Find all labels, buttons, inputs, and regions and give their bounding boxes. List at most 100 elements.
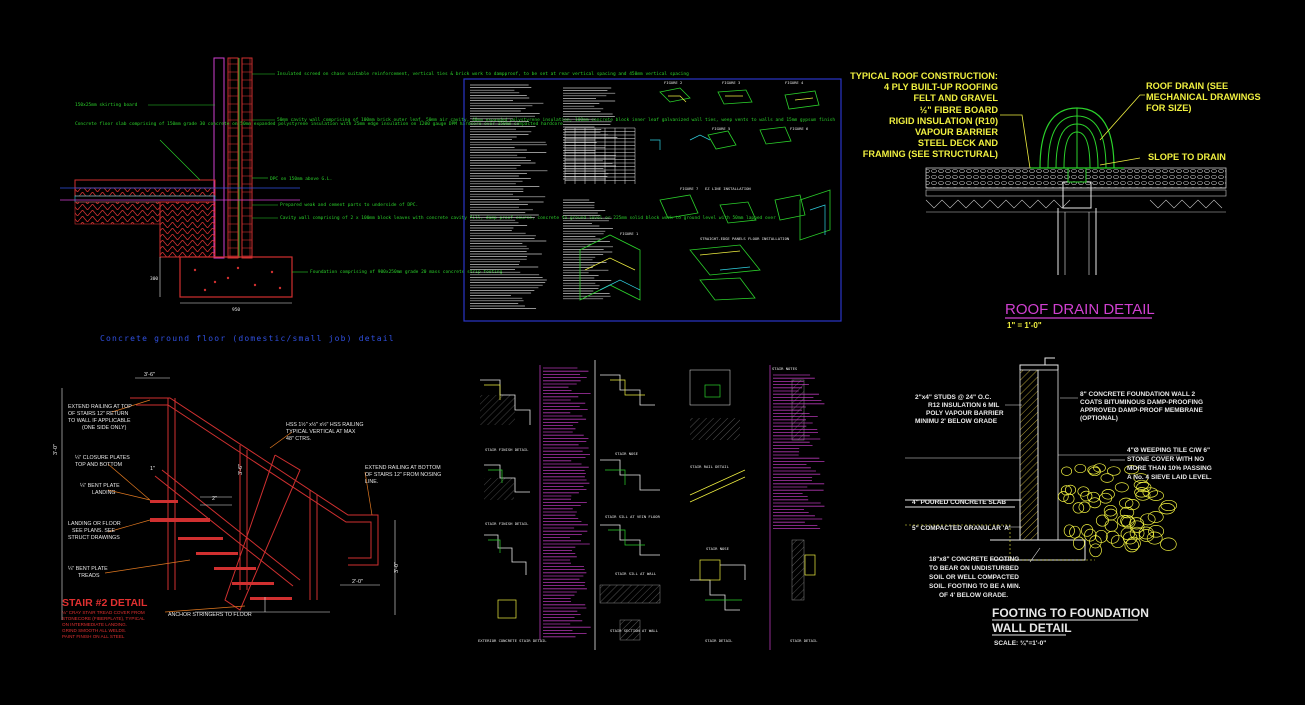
roof-left-label-3: FELT AND GRAVEL: [913, 93, 998, 103]
fig-label-2: FIGURE 2: [664, 80, 682, 85]
roof-right-label-3: FOR SIZE): [1146, 103, 1191, 113]
wall-note-4: Prepared weak and cement parts to unders…: [280, 202, 418, 208]
foot-label-6e: OF 4' BELOW GRADE.: [939, 592, 1008, 599]
stair-dim-top: 3'-6": [144, 372, 155, 378]
stair-dim-left: 3'-0": [53, 444, 59, 455]
roof-left-label-6: VAPOUR BARRIER: [915, 127, 998, 137]
stair-label-5a: EXTEND RAILING AT BOTTOM: [365, 465, 441, 471]
wall-dim-1: 300: [150, 276, 158, 282]
stair-label-1a: EXTEND RAILING AT TOP: [68, 404, 132, 410]
foot-label-6a: 18"x8" CONCRETE FOOTING: [929, 556, 1019, 563]
stair-label-3a: ¼" CLOSURE PLATES: [75, 455, 130, 461]
wall-dim-2: 950: [232, 307, 240, 313]
stair-cap-7: STAIR SECTION AT WALL: [610, 628, 659, 633]
stair-label-2c: 48" CTRS.: [286, 436, 311, 442]
stair-dim-a: 1": [150, 466, 155, 472]
roof-left-label-2: 4 PLY BUILT-UP ROOFING: [884, 82, 998, 92]
foot-label-3b: STONE COVER WITH NO: [1127, 456, 1204, 463]
foot-label-6d: SOIL. FOOTING TO BE A MIN.: [929, 583, 1021, 590]
stair-2-title: STAIR #2 DETAIL: [62, 597, 148, 609]
stair-cap-3: STAIR NOSE: [615, 451, 639, 456]
fig-label-6: FIGURE 6: [790, 126, 809, 131]
stair-label-4b: LANDING: [92, 490, 116, 496]
stair-cap-9: STAIR RAIL DETAIL: [690, 464, 730, 469]
foot-label-4: 4" POURED CONCRETE SLAB: [912, 499, 1006, 506]
footing-foundation-detail: 2"x4" STUDS @ 24" O.C. R12 INSULATION 6 …: [905, 357, 1212, 647]
fig-label-1: FIGURE 1: [620, 231, 639, 236]
roof-drain-scale: 1" = 1'-0": [1007, 321, 1042, 330]
fig-label-4: FIGURE 4: [785, 80, 804, 85]
wall-left-note-2: Concrete floor slab comprising of 150mm …: [75, 121, 563, 127]
foot-label-1c: POLY VAPOUR BARRIER: [926, 410, 1004, 417]
stair-sub-3: ON INTERMEDIATE LANDING.: [62, 622, 127, 627]
spec-sheet: FIGURE 2 FIGURE 3 FIGURE 4 FIGURE 5 FIGU…: [463, 78, 842, 322]
wall-note-3: DPC on 150mm above G.L.: [270, 176, 332, 182]
fig-label-7: FIGURE 7: [680, 186, 698, 191]
stair-label-7b: TREADS: [78, 573, 100, 579]
stair-details-sheet: STAIR FINISH DETAIL STAIR FINISH DETAIL …: [478, 360, 825, 650]
foot-label-2c: APPROVED DAMP-PROOF MEMBRANE: [1080, 407, 1203, 414]
wall-note-1: Insulated screed on chase suitable reinf…: [277, 71, 689, 77]
stair-cap-12: STAIR NOTES: [772, 366, 798, 371]
roof-drain-detail: TYPICAL ROOF CONSTRUCTION: 4 PLY BUILT-U…: [850, 71, 1261, 330]
caption-ez-line: EZ LINE INSTALLATION: [705, 186, 751, 191]
foot-label-3d: A No. 4 SIEVE LAID LEVEL.: [1127, 474, 1212, 481]
wall-left-note-1: 150x25mm skirting board: [75, 102, 138, 108]
foot-label-6c: SOIL OR WELL COMPACTED: [929, 574, 1019, 581]
roof-right-label-2: MECHANICAL DRAWINGS: [1146, 92, 1261, 102]
stair-sub-2: STONECORE (FIBERPLATE), TYPICAL: [62, 616, 145, 621]
stair-cap-10: STAIR DETAIL: [705, 638, 733, 643]
wall-floor-detail: Insulated screed on chase suitable reinf…: [60, 57, 835, 343]
roof-slope-label: SLOPE TO DRAIN: [1148, 152, 1226, 162]
foot-label-3a: 4"Ø WEEPING TILE C/W 6": [1127, 447, 1210, 454]
foot-label-1a: 2"x4" STUDS @ 24" O.C.: [915, 394, 991, 401]
foot-label-1d: MINIMU 2' BELOW GRADE: [915, 418, 998, 425]
stair-cap-1: STAIR FINISH DETAIL: [485, 447, 529, 452]
footing-title-2: WALL DETAIL: [992, 621, 1072, 635]
foot-label-5: 5" COMPACTED GRANULAR 'A': [912, 525, 1011, 532]
caption-straight-edge: STRAIGHT-EDGE PANELS FLOOR INSTALLATION: [700, 236, 790, 241]
stair-label-5b: OF STAIRS 12" FROM NOSING: [365, 472, 441, 478]
roof-left-label-5: RIGID INSULATION (R10): [889, 116, 998, 126]
stair-cap-2: STAIR FINISH DETAIL: [485, 521, 529, 526]
fig-label-5: FIGURE 5: [712, 126, 730, 131]
stair-sub-5: PAINT FINISH ON ALL STEEL: [62, 634, 125, 639]
stair-dim-b: 2": [212, 496, 217, 502]
foot-label-2d: (OPTIONAL): [1080, 415, 1118, 422]
foot-label-2b: COATS BITUMINOUS DAMP-PROOFING: [1080, 399, 1203, 406]
stair-2-detail: EXTEND RAILING AT TOP OF STAIRS 12" RETU…: [53, 372, 441, 639]
stair-label-1b: OF STAIRS 12" RETURN: [68, 411, 129, 417]
wall-note-2: 50mm cavity wall comprising of 100mm bri…: [277, 117, 835, 123]
stair-dim-mid: 3'-6": [238, 464, 244, 475]
footing-scale: SCALE: ¾"=1'-0": [994, 639, 1046, 647]
foot-label-2a: 8" CONCRETE FOUNDATION WALL 2: [1080, 391, 1196, 398]
stair-label-1d: (ONE SIDE ONLY): [82, 425, 127, 431]
stair-label-7a: ¼" BENT PLATE: [68, 566, 108, 572]
wall-detail-title: Concrete ground floor (domestic/small jo…: [100, 334, 395, 343]
stair-cap-5: STAIR NOSE: [706, 546, 730, 551]
wall-note-5: Cavity wall comprising of 2 x 100mm bloc…: [280, 215, 776, 221]
stair-dim-bottom: 2'-0": [352, 579, 363, 585]
roof-left-label-8: FRAMING (SEE STRUCTURAL): [863, 149, 998, 159]
stair-cap-6: STAIR SILL AT WALL: [615, 571, 657, 576]
stair-label-6a: LANDING OR FLOOR: [68, 521, 121, 527]
stair-label-5c: LINE.: [365, 479, 378, 485]
stair-label-2b: TYPICAL VERTICAL AT MAX: [286, 429, 356, 435]
roof-left-label-7: STEEL DECK AND: [918, 138, 999, 148]
roof-right-label-1: ROOF DRAIN (SEE: [1146, 81, 1228, 91]
wall-note-6: Foundation comprising of 900x250mm grade…: [310, 269, 503, 275]
stair-label-4a: ¼" BENT PLATE: [80, 483, 120, 489]
stair-cap-11: STAIR DETAIL: [790, 638, 818, 643]
foot-label-3c: MORE THAN 10% PASSING: [1127, 465, 1212, 472]
foot-label-1b: R12 INSULATION 6 MIL: [928, 402, 999, 409]
stair-label-1c: TO WALL IF APPLICABLE: [68, 418, 131, 424]
stair-cap-8: EXTERIOR CONCRETE STAIR DETAIL: [478, 638, 547, 643]
footing-title-1: FOOTING TO FOUNDATION: [992, 606, 1149, 620]
roof-drain-title: ROOF DRAIN DETAIL: [1005, 301, 1155, 318]
stair-label-2a: HSS 1½" x½" x½" HSS RAILING: [286, 421, 363, 428]
stair-label-6b: SEE PLANS. SEE: [72, 528, 115, 534]
stair-label-8: ANCHOR STRINGERS TO FLOOR: [168, 612, 252, 618]
stair-sub-4: GRIND SMOOTH ALL WELDS.: [62, 628, 126, 633]
stair-sub-1: ⅛" CRAY STAIR TREAD COVER FROM: [62, 610, 145, 615]
